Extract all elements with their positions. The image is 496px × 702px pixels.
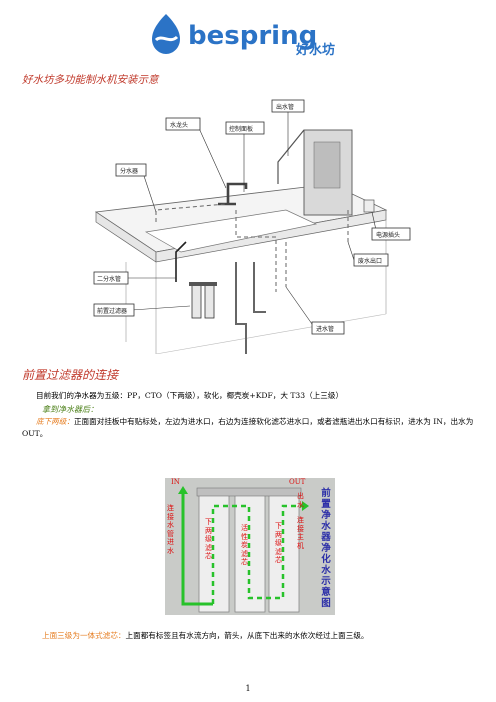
- out-label: OUT: [289, 478, 306, 486]
- svg-text:电源插头: 电源插头: [376, 231, 400, 239]
- section-title-install: 好水坊多功能制水机安装示意: [22, 74, 159, 86]
- svg-text:好水坊: 好水坊: [295, 42, 335, 56]
- paragraph-bottom-two: 底下两级：正面面对挂板中有贴标处，左边为进水口，右边为连接软化滤芯进水口，或者滤…: [22, 416, 474, 440]
- svg-text:前置过滤器: 前置过滤器: [97, 307, 127, 315]
- bottom-two-body: 正面面对挂板中有贴标处，左边为进水口，右边为连接软化滤芯进水口，或者滤瓶进出水口…: [22, 417, 474, 438]
- svg-text:废水出口: 废水出口: [358, 257, 382, 265]
- photo-vertical-title: 前置净水器净化水示意图: [321, 488, 331, 609]
- top-three-body: 上面都有标签且有水流方向，箭头，从底下出来的水依次经过上面三级。: [125, 631, 369, 640]
- left-vertical-label: 连接水管进水: [167, 504, 174, 555]
- lead-top-three: 上面三级为一体式滤芯：: [42, 631, 126, 640]
- svg-text:进水管: 进水管: [316, 325, 334, 333]
- prefilter-icon: [191, 283, 202, 319]
- subheading-received: 拿到净水器后：: [42, 405, 98, 414]
- paragraph-stages: 目前我们的净水器为五级：PP，CTO（下两级），软化，椰壳炭+KDF，大 T33…: [36, 391, 344, 400]
- inner-label-1: 下两级滤芯: [205, 518, 212, 560]
- in-label: IN: [171, 478, 180, 486]
- svg-text:出水管: 出水管: [276, 103, 294, 111]
- inner-label-2: 活性炭滤芯: [241, 524, 248, 566]
- right-out-label: 出水: [297, 492, 304, 509]
- inner-label-3: 下两级滤芯: [275, 522, 282, 564]
- brand-logo: bespring 好水坊: [148, 10, 348, 58]
- page-number: 1: [245, 684, 251, 693]
- svg-text:bespring: bespring: [188, 21, 317, 51]
- svg-text:控制面板: 控制面板: [229, 125, 253, 133]
- power-plug-icon: [363, 199, 375, 213]
- prefilter-photo: IN OUT 连接水管进水 下两级滤芯 活性炭滤芯 下两级滤芯 出水 连接主机: [165, 478, 335, 615]
- section-title-prefilter: 前置过滤器的连接: [22, 368, 119, 382]
- connect-host-label: 连接主机: [297, 516, 304, 550]
- paragraph-top-three: 上面三级为一体式滤芯：上面都有标签且有水流方向，箭头，从底下出来的水依次经过上面…: [42, 630, 482, 642]
- svg-text:水龙头: 水龙头: [170, 121, 188, 129]
- install-diagram: 水龙头 控制面板 出水管 分水器 电源插头 废水出口 二分水管 前置过滤器 进水…: [86, 92, 416, 355]
- svg-text:二分水管: 二分水管: [97, 275, 121, 283]
- svg-text:分水器: 分水器: [120, 167, 138, 175]
- lead-bottom-two: 底下两级：: [36, 417, 74, 426]
- logo-drop-icon: [152, 14, 180, 54]
